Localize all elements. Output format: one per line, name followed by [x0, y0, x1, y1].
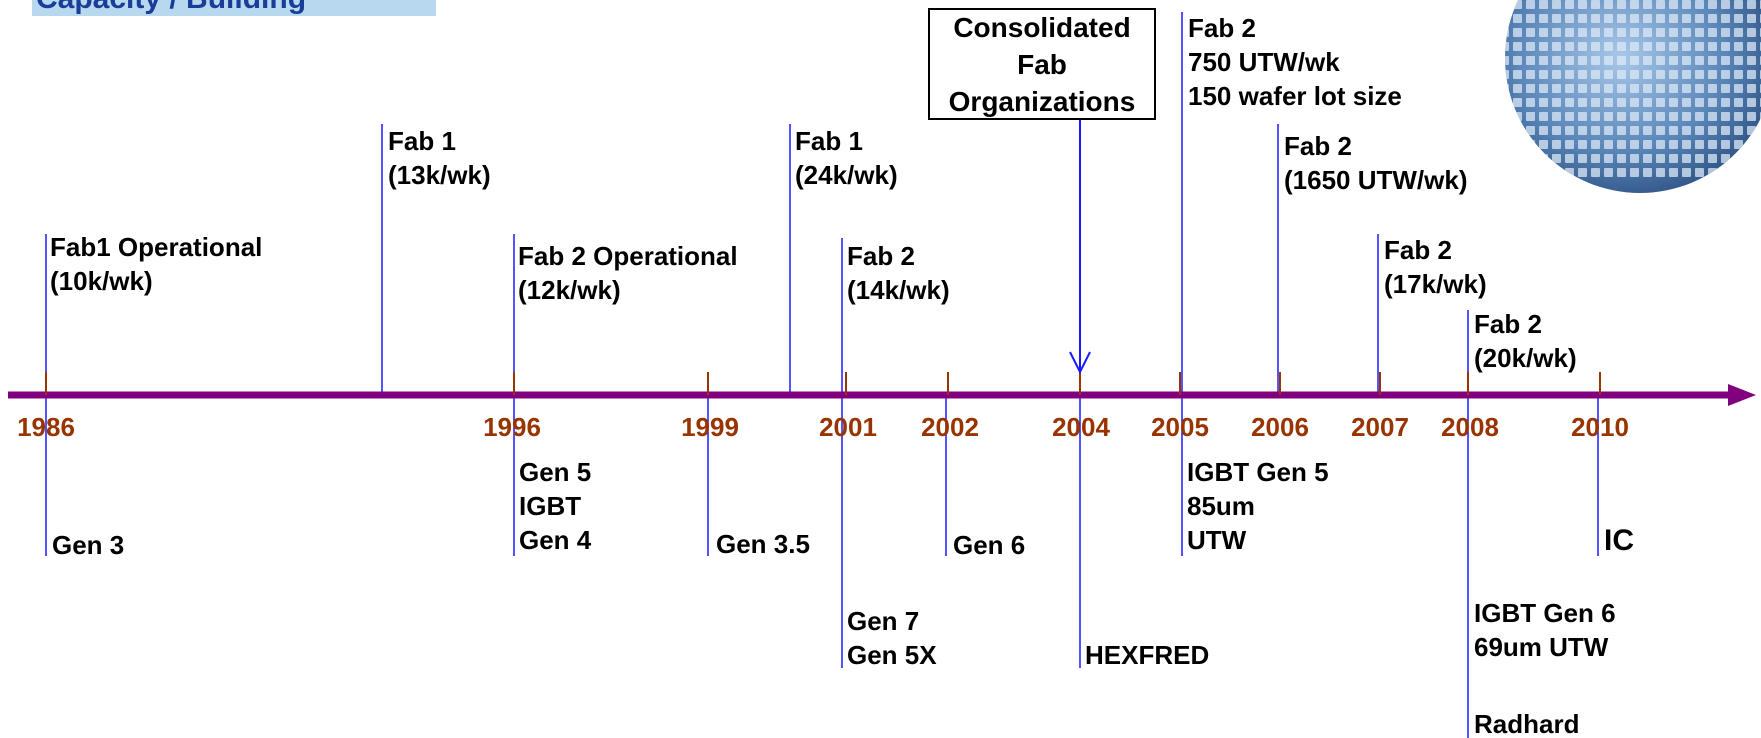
page-title: Capacity / Building — [32, 0, 436, 16]
year-label-1986: 1986 — [17, 412, 75, 442]
above-event-1: Fab 1(13k/wk) — [388, 126, 491, 190]
year-label-1999: 1999 — [681, 412, 739, 442]
above-event-2: Fab 2 Operational(12k/wk) — [518, 241, 738, 305]
consolidated-line-3: Organizations — [948, 85, 1136, 117]
above-event-7: Fab 2(17k/wk) — [1384, 235, 1487, 299]
year-label-2010: 2010 — [1571, 412, 1629, 442]
year-label-2002: 2002 — [921, 412, 979, 442]
below-event-0: Gen 3 — [52, 530, 124, 560]
year-label-2005: 2005 — [1151, 412, 1209, 442]
timeline-axis-arrowhead — [1728, 384, 1756, 406]
above-event-0: Fab1 Operational(10k/wk) — [50, 232, 262, 296]
below-event-9: Radhard — [1474, 709, 1579, 738]
year-label-2008: 2008 — [1441, 412, 1499, 442]
below-event-5: HEXFRED — [1085, 640, 1209, 670]
above-event-8: Fab 2(20k/wk) — [1474, 309, 1577, 373]
year-label-2001: 2001 — [819, 412, 877, 442]
below-event-3: Gen 6 — [953, 530, 1025, 560]
year-label-2006: 2006 — [1251, 412, 1309, 442]
above-event-3: Fab 1(24k/wk) — [795, 126, 898, 190]
consolidation-arrowhead — [1069, 351, 1091, 375]
year-ticks — [45, 372, 1601, 395]
year-label-1996: 1996 — [483, 412, 541, 442]
leader-lines — [45, 12, 1599, 738]
year-label-2007: 2007 — [1351, 412, 1409, 442]
consolidated-line-1: Consolidated — [953, 11, 1131, 43]
above-events: Fab1 Operational(10k/wk) Fab 1(13k/wk) Fab… — [50, 13, 1577, 373]
below-event-7: IC — [1604, 524, 1634, 557]
consolidated-fab-box: Consolidated Fab Organizations — [928, 8, 1156, 120]
consolidated-line-2: Fab — [1017, 48, 1067, 80]
above-event-6: Fab 2(1650 UTW/wk) — [1284, 131, 1468, 195]
wafer-photo — [1505, 0, 1761, 193]
above-event-4: Fab 2(14k/wk) — [847, 241, 950, 305]
below-event-2: Gen 3.5 — [716, 529, 810, 559]
year-labels: 1986 1996 1999 2001 2002 2004 2005 2006 2007 2008… — [17, 412, 1629, 442]
year-label-2004: 2004 — [1052, 412, 1110, 442]
